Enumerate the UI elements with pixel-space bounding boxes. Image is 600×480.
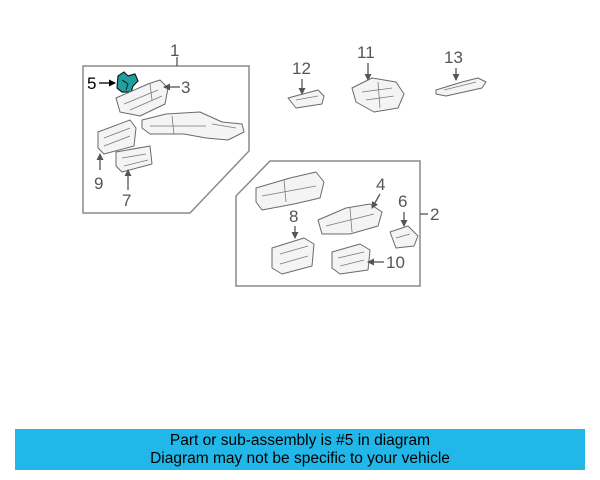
group-2-frame (235, 160, 421, 287)
callout-2: 2 (430, 205, 439, 224)
callout-6: 6 (398, 192, 407, 211)
callout-11: 11 (357, 43, 375, 62)
part-front-rail-assembly-2[interactable] (255, 171, 325, 211)
part-9-side-member[interactable] (97, 119, 137, 155)
callout-5: 5 (87, 74, 96, 93)
part-11-cradle[interactable] (351, 77, 405, 113)
callout-13: 13 (444, 48, 463, 67)
part-13-brace[interactable] (435, 77, 487, 97)
callout-1: 1 (170, 41, 179, 60)
info-banner: Part or sub-assembly is #5 in diagram Di… (15, 429, 585, 470)
part-6-plate[interactable] (389, 225, 419, 249)
part-3-upper-rail[interactable] (115, 79, 169, 117)
banner-line-2: Diagram may not be specific to your vehi… (150, 449, 450, 467)
part-12-bracket[interactable] (287, 89, 325, 109)
callout-7: 7 (122, 191, 131, 210)
part-10-bracket[interactable] (331, 243, 371, 275)
banner-line-1: Part or sub-assembly is #5 in diagram (169, 431, 431, 449)
callout-3: 3 (181, 78, 190, 97)
callout-9: 9 (94, 174, 103, 193)
callout-10: 10 (386, 253, 405, 272)
callout-12: 12 (292, 59, 311, 78)
part-8-side-panel[interactable] (271, 237, 315, 275)
part-4-extension[interactable] (317, 203, 383, 235)
part-5-bracket[interactable] (116, 71, 139, 93)
part-7-bracket[interactable] (115, 145, 153, 173)
callout-4-arrow (371, 193, 381, 209)
callout-8: 8 (289, 207, 298, 226)
callout-4: 4 (376, 175, 385, 194)
group-1-frame (82, 65, 250, 214)
part-front-rail-assembly[interactable] (141, 111, 245, 141)
